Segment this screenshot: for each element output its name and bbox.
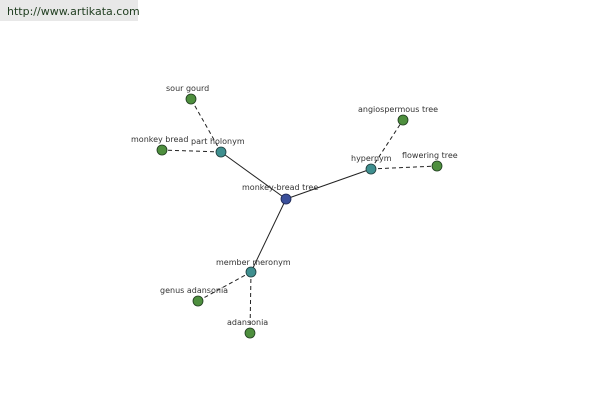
node-sour-gourd-label: sour gourd <box>166 84 209 93</box>
node-part-holonym-dot[interactable] <box>215 146 227 158</box>
node-monkey-bread[interactable]: monkey bread <box>131 135 188 156</box>
node-genus-adansonia-dot[interactable] <box>192 295 204 307</box>
node-angiospermous-tree-dot[interactable] <box>397 114 409 126</box>
node-adansonia[interactable]: adansonia <box>227 318 268 339</box>
node-hypernym-dot[interactable] <box>365 163 377 175</box>
node-genus-adansonia[interactable]: genus adansonia <box>160 286 228 307</box>
edge-meronym-adansonia <box>249 271 252 334</box>
node-genus-adansonia-label: genus adansonia <box>160 286 228 295</box>
node-part-holonym[interactable]: part holonym <box>191 137 245 158</box>
node-adansonia-dot[interactable] <box>244 327 256 339</box>
edge-center-hypernym <box>285 168 372 200</box>
node-sour-gourd[interactable]: sour gourd <box>166 84 209 105</box>
edge-hypernym-flowering-tree <box>370 165 438 170</box>
node-monkey-bread-tree-label: monkey-bread tree <box>242 183 318 192</box>
site-url-link[interactable]: http://www.artikata.com <box>7 5 140 18</box>
edge-center-meronym <box>250 198 287 273</box>
node-member-meronym-dot[interactable] <box>245 266 257 278</box>
node-monkey-bread-label: monkey bread <box>131 135 188 144</box>
node-flowering-tree-dot[interactable] <box>431 160 443 172</box>
node-hypernym[interactable]: hypernym <box>351 154 392 175</box>
node-flowering-tree[interactable]: flowering tree <box>402 151 458 172</box>
edge-meronym-genus-adansonia <box>197 271 252 302</box>
node-angiospermous-tree[interactable]: angiospermous tree <box>358 105 438 126</box>
site-banner: http://www.artikata.com <box>0 0 140 21</box>
node-hypernym-label: hypernym <box>351 154 392 163</box>
node-monkey-bread-tree[interactable]: monkey-bread tree <box>242 183 318 205</box>
node-flowering-tree-label: flowering tree <box>402 151 458 160</box>
node-member-meronym[interactable]: member meronym <box>216 258 291 278</box>
edge-hypernym-angiospermous-tree <box>370 119 404 170</box>
node-angiospermous-tree-label: angiospermous tree <box>358 105 438 114</box>
node-adansonia-label: adansonia <box>227 318 268 327</box>
node-monkey-bread-dot[interactable] <box>156 144 168 156</box>
node-monkey-bread-tree-dot[interactable] <box>280 193 292 205</box>
node-part-holonym-label: part holonym <box>191 137 245 146</box>
edge-center-holonym <box>220 151 287 200</box>
edge-holonym-monkey-bread <box>161 149 222 153</box>
node-sour-gourd-dot[interactable] <box>185 93 197 105</box>
node-member-meronym-label: member meronym <box>216 258 291 267</box>
edge-holonym-sour-gourd <box>190 98 222 153</box>
